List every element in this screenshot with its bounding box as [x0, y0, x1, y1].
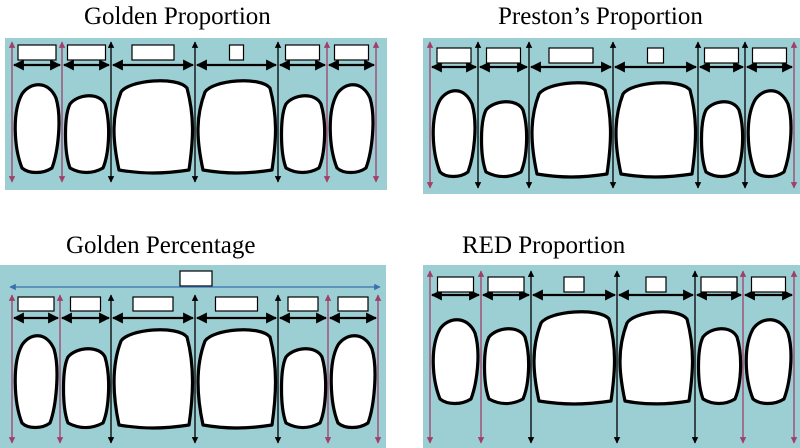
width-label-box [487, 276, 525, 293]
tooth-lateral [479, 100, 529, 179]
width-label-box [750, 276, 787, 293]
width-label-box [287, 296, 319, 312]
diagram-prestons-proportion [423, 38, 800, 194]
tooth-central [532, 310, 617, 406]
tooth-lateral [279, 94, 327, 175]
width-label-box [17, 44, 57, 61]
width-label-box [17, 296, 55, 312]
width-label-box [436, 276, 475, 293]
tooth-central [196, 79, 278, 175]
tooth-central [530, 81, 613, 179]
width-label-box [646, 47, 665, 64]
diagram-red-proportion [423, 265, 800, 448]
width-label-box [700, 276, 738, 293]
panel-title-golden-percentage: Golden Percentage [66, 232, 256, 259]
width-label-box [751, 47, 788, 64]
width-label-box [703, 47, 740, 64]
width-label-box [228, 44, 245, 61]
panel-title-prestons-proportion: Preston’s Proportion [498, 3, 703, 30]
tooth-canine [431, 318, 480, 406]
tooth-central [614, 81, 698, 179]
tooth-lateral [61, 347, 111, 430]
width-label-box [548, 47, 594, 64]
tooth-lateral [279, 347, 328, 430]
tooth-central [618, 310, 695, 406]
tooth-lateral [696, 327, 743, 406]
overall-width-box [179, 270, 213, 287]
width-label-box [337, 296, 369, 312]
panel-background [423, 38, 800, 194]
diagram-golden-percentage [0, 265, 386, 448]
width-label-box [66, 44, 107, 61]
tooth-lateral [699, 100, 745, 179]
tooth-canine [13, 334, 59, 430]
tooth-central [112, 79, 195, 175]
width-label-box [485, 47, 522, 64]
tooth-central [196, 328, 278, 430]
diagram-golden-proportion [5, 38, 387, 190]
width-label-box [563, 276, 585, 293]
width-label-box [436, 47, 472, 64]
tooth-canine [431, 89, 477, 179]
width-label-box [131, 44, 175, 61]
width-label-box [214, 296, 259, 312]
panel-title-red-proportion: RED Proportion [462, 232, 626, 259]
tooth-canine [329, 334, 377, 430]
panel-title-golden-proportion: Golden Proportion [84, 3, 271, 30]
width-label-box [333, 44, 370, 61]
tooth-lateral [63, 94, 111, 175]
tooth-canine [328, 83, 375, 175]
tooth-lateral [482, 327, 531, 406]
tooth-canine [746, 89, 793, 179]
tooth-canine [744, 318, 793, 406]
width-label-box [69, 296, 102, 312]
tooth-central [112, 328, 195, 430]
tooth-canine [13, 83, 61, 175]
width-label-box [132, 296, 174, 312]
width-label-box [645, 276, 667, 293]
width-label-box [284, 44, 321, 61]
